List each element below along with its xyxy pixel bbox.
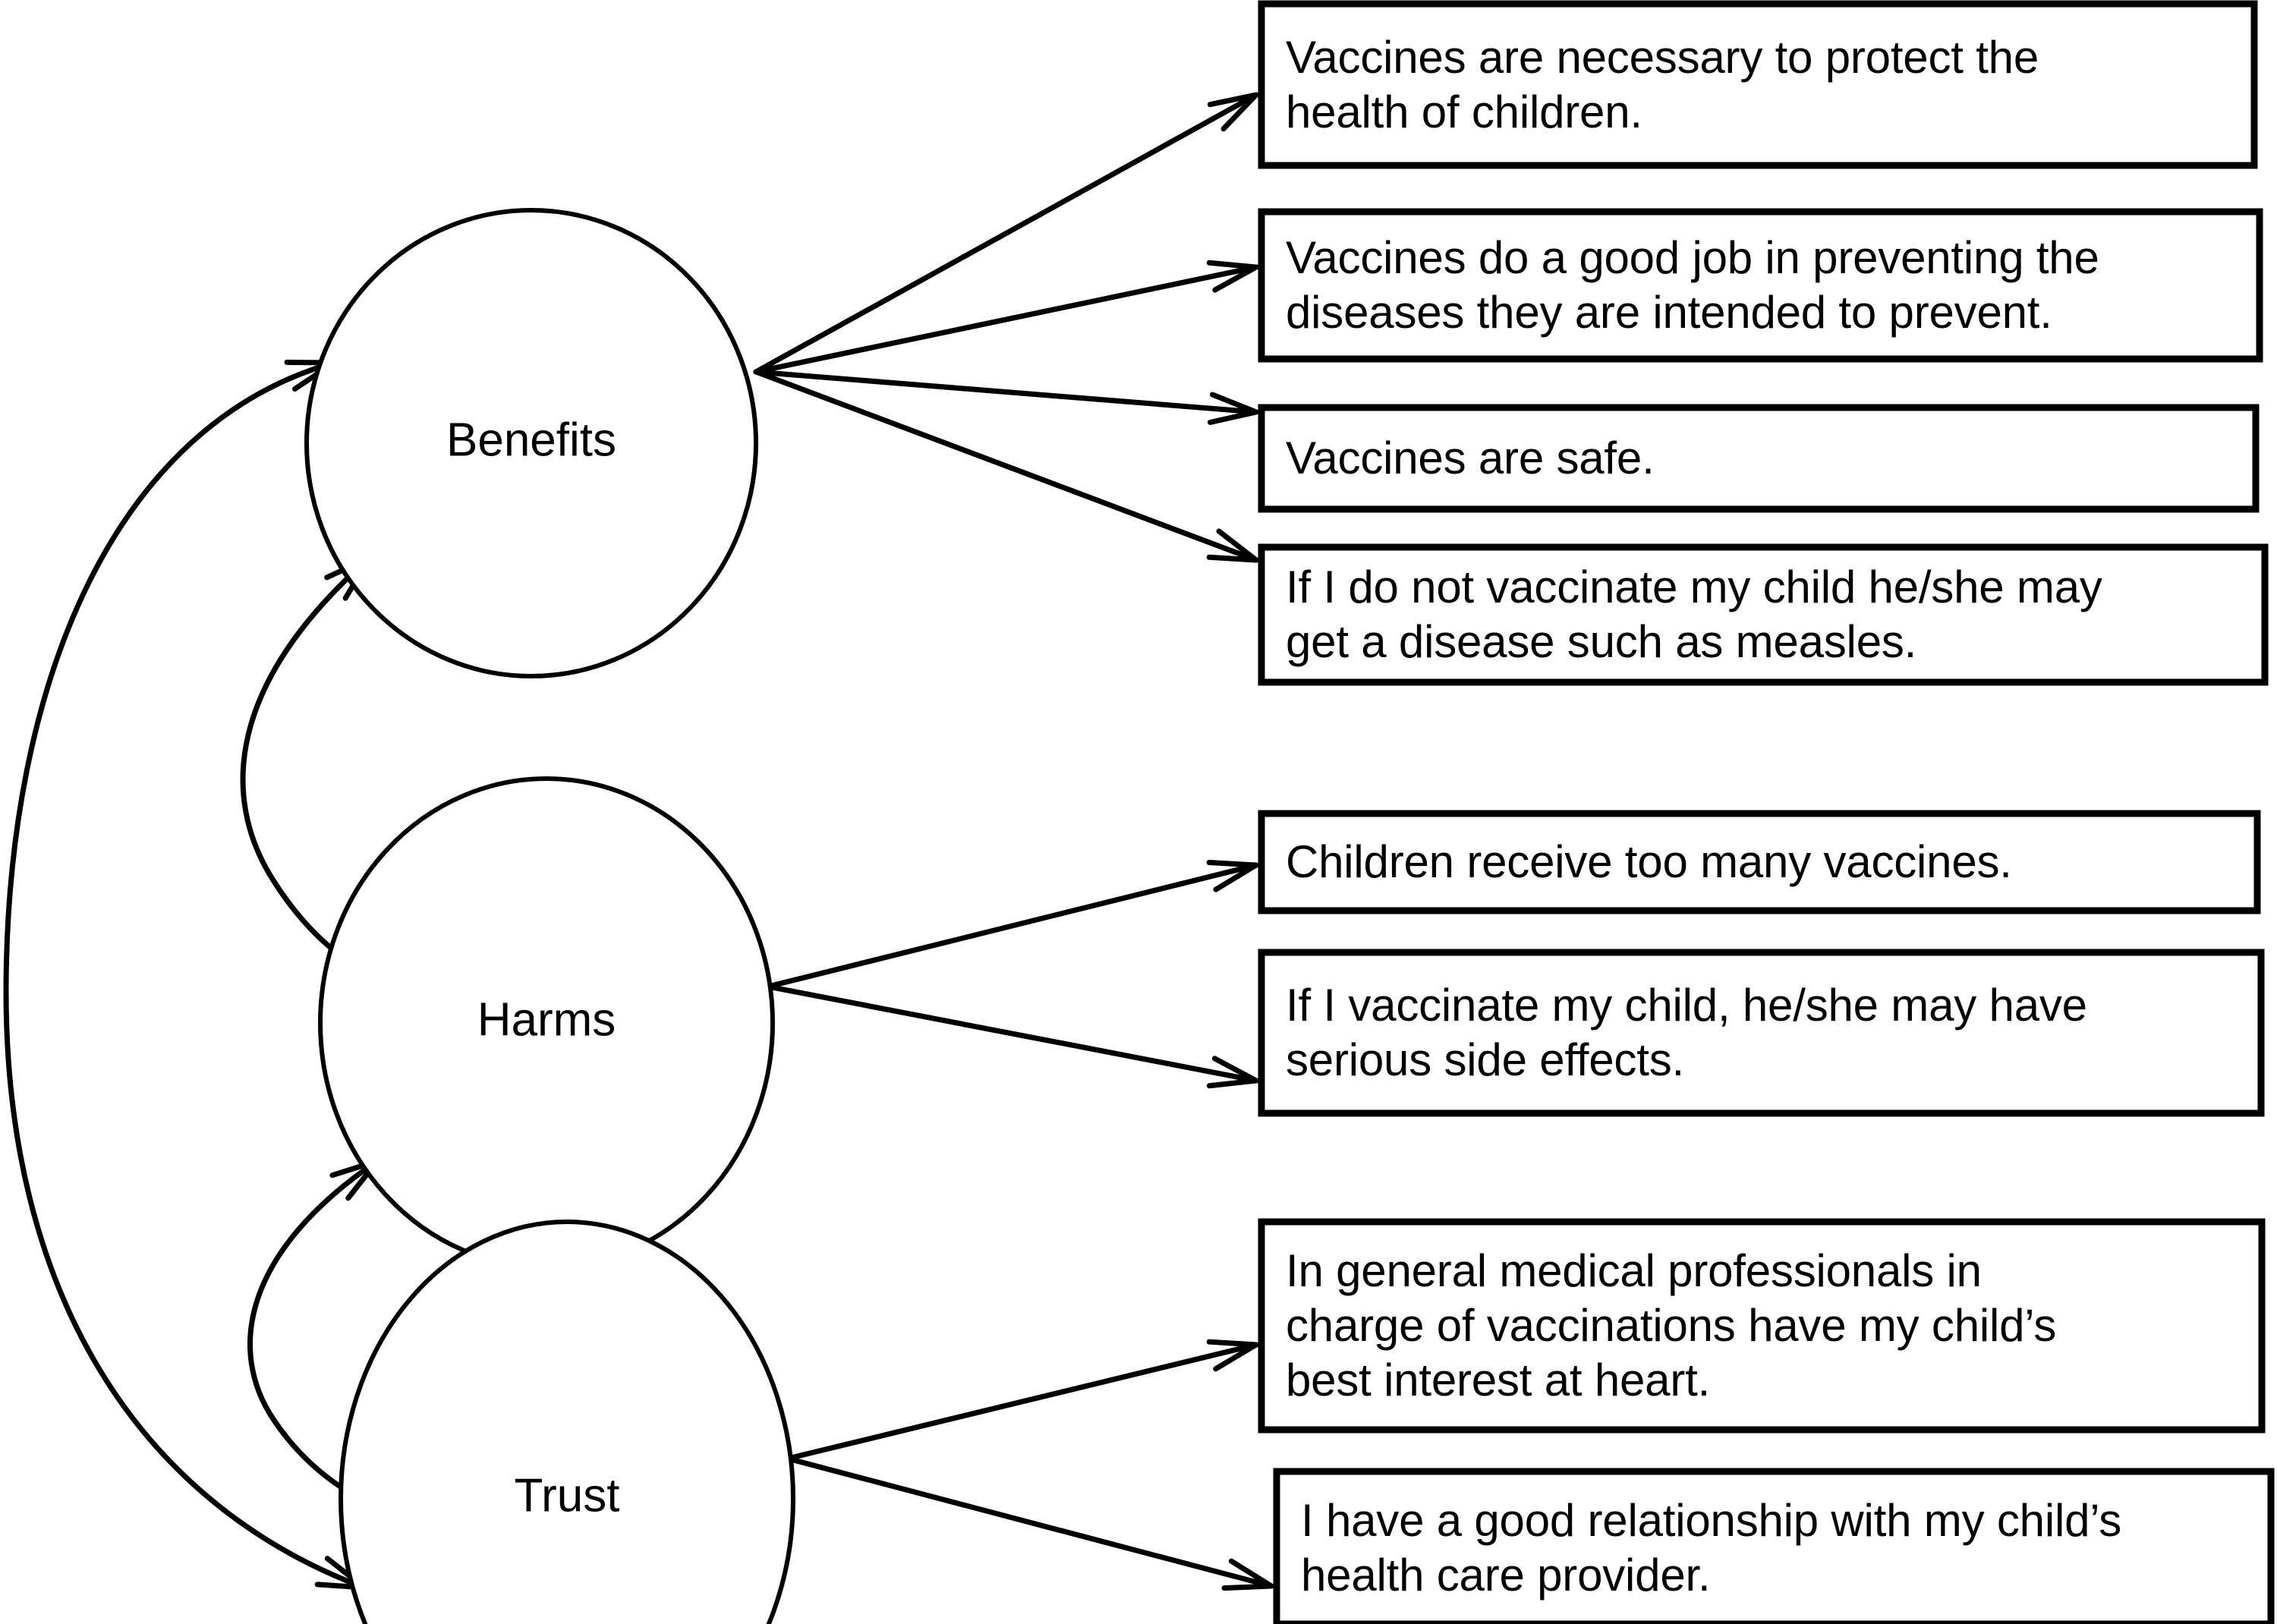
- loading-arrow-benefits-to-ind-1[interactable]: [753, 92, 1259, 375]
- loading-arrow-harms-to-ind-5[interactable]: [765, 862, 1259, 990]
- indicator-box-ind-7[interactable]: [1258, 1218, 2266, 1434]
- loading-arrow-benefits-to-ind-4[interactable]: [753, 369, 1259, 563]
- indicator-text-ind-2: Vaccines do a good job in preventing the…: [1286, 232, 2099, 338]
- indicator-text-ind-3: Vaccines are safe.: [1286, 433, 1655, 483]
- indicator-box-ind-2[interactable]: [1258, 208, 2263, 363]
- loading-arrow-harms-to-ind-6[interactable]: [765, 984, 1259, 1084]
- latent-label-benefits: Benefits: [446, 414, 616, 466]
- loading-arrow-benefits-to-ind-2[interactable]: [753, 264, 1259, 375]
- indicator-box-ind-5[interactable]: [1258, 810, 2261, 914]
- arrowhead-loading-6: [1206, 1056, 1259, 1089]
- loading-arrow-trust-to-ind-8[interactable]: [785, 1456, 1274, 1589]
- indicator-text-ind-6: If I vaccinate my child, he/she may have…: [1286, 980, 2087, 1085]
- indicator-box-ind-1[interactable]: [1258, 0, 2258, 169]
- arrowhead-loading-5: [1206, 860, 1259, 892]
- indicator-text-ind-4: If I do not vaccinate my child he/she ma…: [1286, 562, 2102, 667]
- latent-ellipse-trust[interactable]: [339, 1220, 795, 1624]
- indicator-text-ind-5: Children receive too many vaccines.: [1286, 836, 2012, 887]
- latent-ellipse-benefits[interactable]: [304, 208, 758, 678]
- arrowhead-loading-7: [1206, 1339, 1259, 1372]
- arrowhead-loading-4: [1206, 528, 1259, 563]
- indicator-box-ind-4[interactable]: [1258, 543, 2269, 686]
- indicator-text-ind-7: In general medical professionals in char…: [1286, 1245, 2057, 1405]
- indicator-text-ind-1: Vaccines are necessary to protect the he…: [1286, 31, 2039, 137]
- loading-arrow-trust-to-ind-7[interactable]: [785, 1342, 1259, 1462]
- arrowhead-loading-3: [1207, 392, 1259, 426]
- factor-loading-arrows-group: [753, 92, 1274, 1591]
- loading-arrow-benefits-to-ind-3[interactable]: [753, 369, 1259, 415]
- indicator-box-ind-3[interactable]: [1258, 404, 2260, 513]
- covariance-path-cov-benefits-trust[interactable]: [3, 360, 367, 1591]
- latent-label-harms: Harms: [477, 993, 616, 1046]
- indicator-boxes-group: [1258, 0, 2275, 1624]
- indicator-box-ind-6[interactable]: [1258, 949, 2265, 1117]
- arrowhead-loading-8: [1221, 1558, 1274, 1591]
- indicator-text-ind-8: I have a good relationship with my child…: [1301, 1494, 2122, 1600]
- arrowhead-loading-1: [1207, 92, 1259, 132]
- indicator-box-ind-8[interactable]: [1273, 1468, 2275, 1624]
- latent-label-trust: Trust: [515, 1469, 620, 1522]
- arrowhead-loading-2: [1206, 260, 1259, 293]
